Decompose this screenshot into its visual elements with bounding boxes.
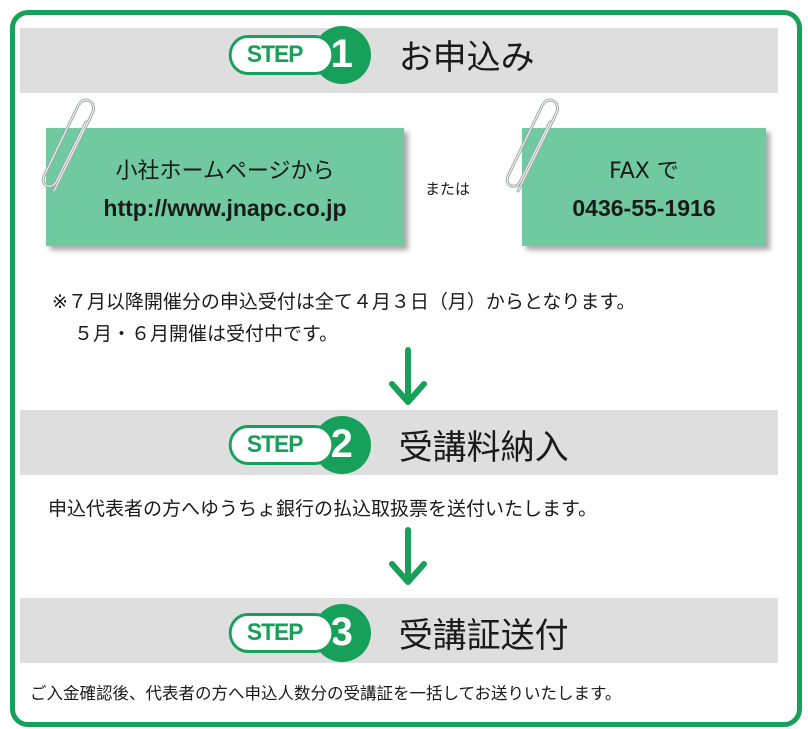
step2-band: [20, 410, 778, 475]
paperclip-icon: [41, 98, 95, 193]
fax-number: 0436-55-1916: [572, 194, 716, 221]
step3-title: 受講証送付: [398, 616, 569, 656]
step3-band: [20, 598, 778, 663]
note-line2: ５月・６月開催は受付中です。: [74, 323, 339, 345]
step3-description: ご入金確認後、代表者の方へ申込人数分の受講証を一括してお送りいたします。: [30, 684, 622, 703]
step2-header: STEP 2 受講料納入: [226, 412, 569, 477]
step3-header: STEP 3 受講証送付: [226, 600, 569, 665]
down-arrow-icon: [389, 527, 427, 585]
fax-card-title: FAX で: [609, 158, 679, 184]
step1-band: [20, 28, 778, 93]
step2-title: 受講料納入: [398, 428, 569, 468]
web-card: 小社ホームページから http://www.jnapc.co.jp: [46, 128, 404, 246]
note-line1: ※７月以降開催分の申込受付は全て４月３日（月）からとなります。: [52, 291, 636, 313]
step1-label: STEP: [228, 34, 334, 75]
or-label: または: [425, 180, 471, 198]
step1-title: お申込み: [398, 38, 535, 78]
web-card-title: 小社ホームページから: [115, 158, 335, 184]
web-url[interactable]: http://www.jnapc.co.jp: [103, 194, 347, 221]
step2-description: 申込代表者の方へゆうちょ銀行の払込取扱票を送付いたします。: [48, 498, 598, 520]
step2-label: STEP: [228, 424, 334, 465]
fax-card: FAX で 0436-55-1916: [522, 128, 766, 246]
paperclip-icon: [505, 98, 559, 193]
step1-header: STEP 1 お申込み: [226, 22, 535, 87]
down-arrow-icon: [389, 347, 427, 405]
step3-label: STEP: [228, 612, 334, 653]
